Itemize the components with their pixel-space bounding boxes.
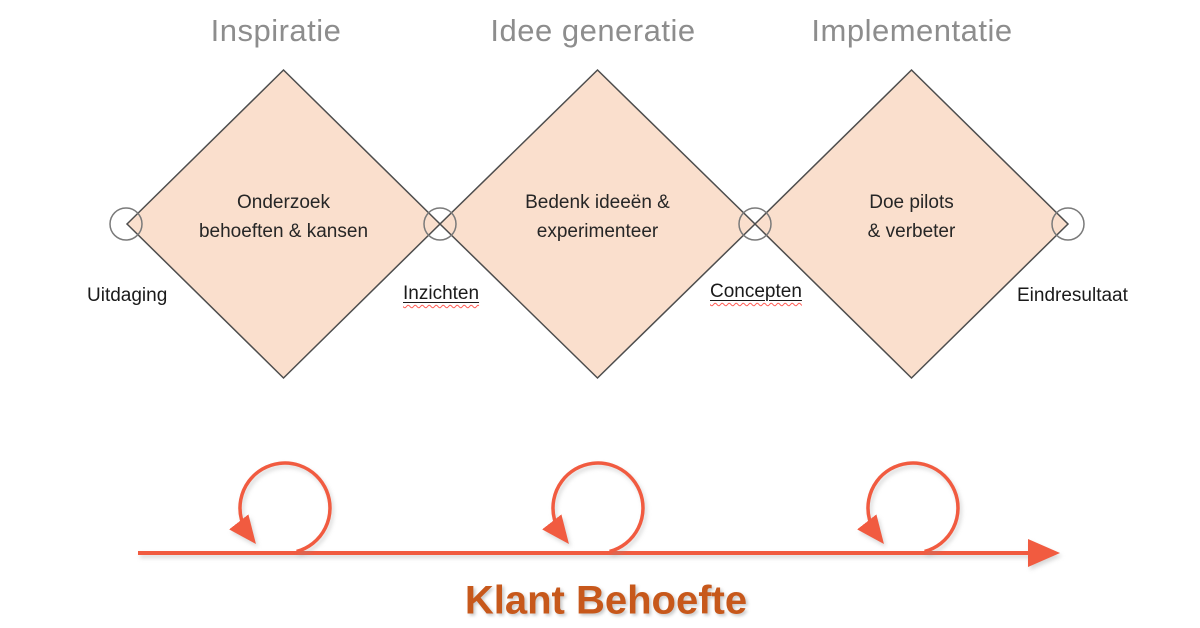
node-label-eindresultaat: Eindresultaat [1017,285,1128,306]
diamond-label-implementatie: Doe pilots & verbeter [867,192,956,242]
iteration-loop-icon-3 [857,461,960,554]
junction-circle-concepten [738,207,772,241]
phase-title-inspiratie: Inspiratie [210,13,342,48]
diamond-label-inspiratie: Onderzoek behoeften & kansen [198,192,369,242]
phase-title-implementatie: Implementatie [811,13,1013,48]
diamond-idee-generatie [438,68,757,380]
junction-circle-inzichten [423,207,457,241]
diamond-label-idee-generatie: Bedenk ideeën & experimenteer [525,192,670,242]
junction-circle-uitdaging [109,207,143,241]
diamond-implementatie [753,68,1070,380]
iteration-loop-icon-2 [542,461,645,554]
junction-circle-eindresultaat [1051,207,1085,241]
node-label-concepten: Concepten [710,281,802,303]
iteration-loop-icon-1 [229,461,332,554]
diamond-inspiratie [125,68,442,380]
node-label-inzichten: Inzichten [403,283,479,305]
bottom-title-klant-behoefte: Klant Behoefte [464,578,748,623]
node-label-concepten-text: Concepten [710,281,802,302]
node-label-inzichten-text: Inzichten [403,283,480,304]
node-label-uitdaging: Uitdaging [87,285,168,306]
phase-title-idee-generatie: Idee generatie [490,13,696,48]
